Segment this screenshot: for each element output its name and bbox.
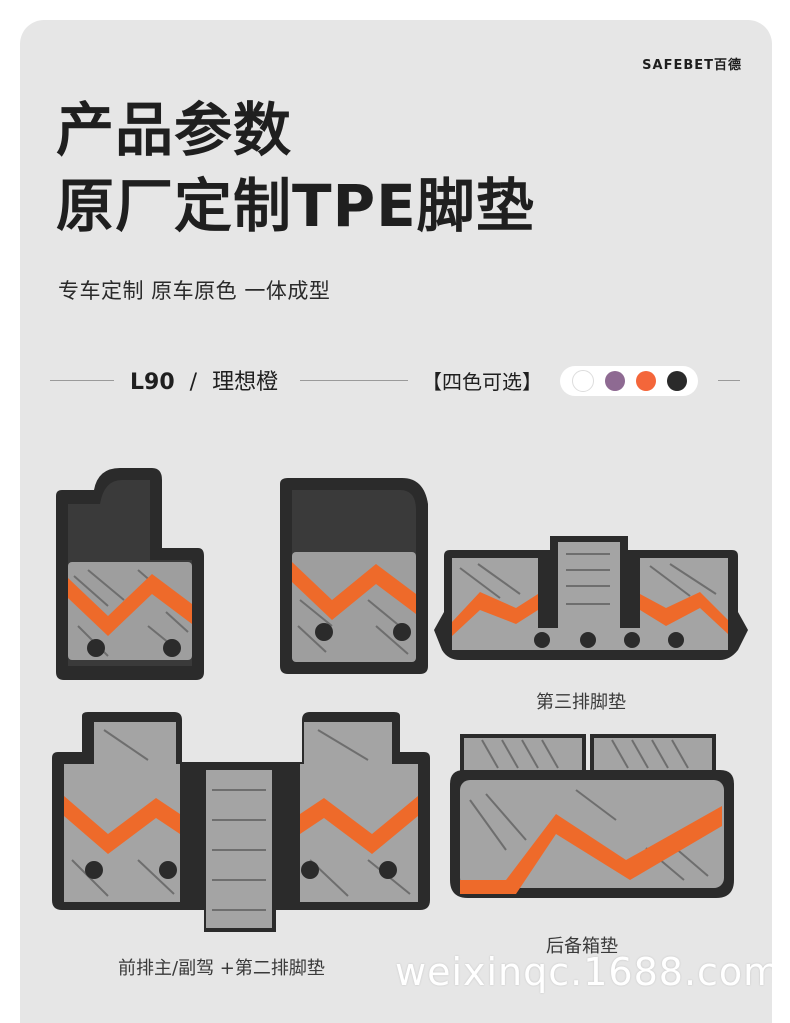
second-row-mat-image [52,712,430,932]
caption-front-second: 前排主/副驾 +第二排脚垫 [118,958,325,979]
brand-logo: SAFEBET百德 [642,58,742,73]
color-swatch-group [560,366,698,396]
front-driver-mat-image [56,468,204,680]
model-color: 理想橙 [212,370,279,395]
caption-trunk: 后备箱垫 [546,936,618,957]
watermark-text: weixinqc.1688.com [395,950,772,994]
swatch-purple[interactable] [604,371,625,391]
divider-left [50,380,114,381]
product-card: SAFEBET百德 产品参数 原厂定制TPE脚垫 专车定制 原车原色 一体成型 … [20,20,772,1023]
swatch-black[interactable] [666,371,687,391]
model-info: L90 / 理想橙 [130,364,278,396]
trunk-mat-image [450,734,734,898]
caption-third-row: 第三排脚垫 [536,692,626,713]
model-separator: / [189,370,198,395]
swatch-orange[interactable] [635,371,656,391]
page-subtitle-title: 原厂定制TPE脚垫 [56,172,535,240]
front-passenger-mat-image [280,478,428,674]
divider-right [718,380,740,381]
feature-tagline: 专车定制 原车原色 一体成型 [58,279,331,303]
divider-middle [300,380,408,381]
swatch-white[interactable] [571,370,594,392]
page-title: 产品参数 [56,96,293,164]
color-options-label: 【四色可选】 [422,370,542,394]
model-code: L90 [130,370,175,395]
third-row-mat-image [434,536,748,660]
